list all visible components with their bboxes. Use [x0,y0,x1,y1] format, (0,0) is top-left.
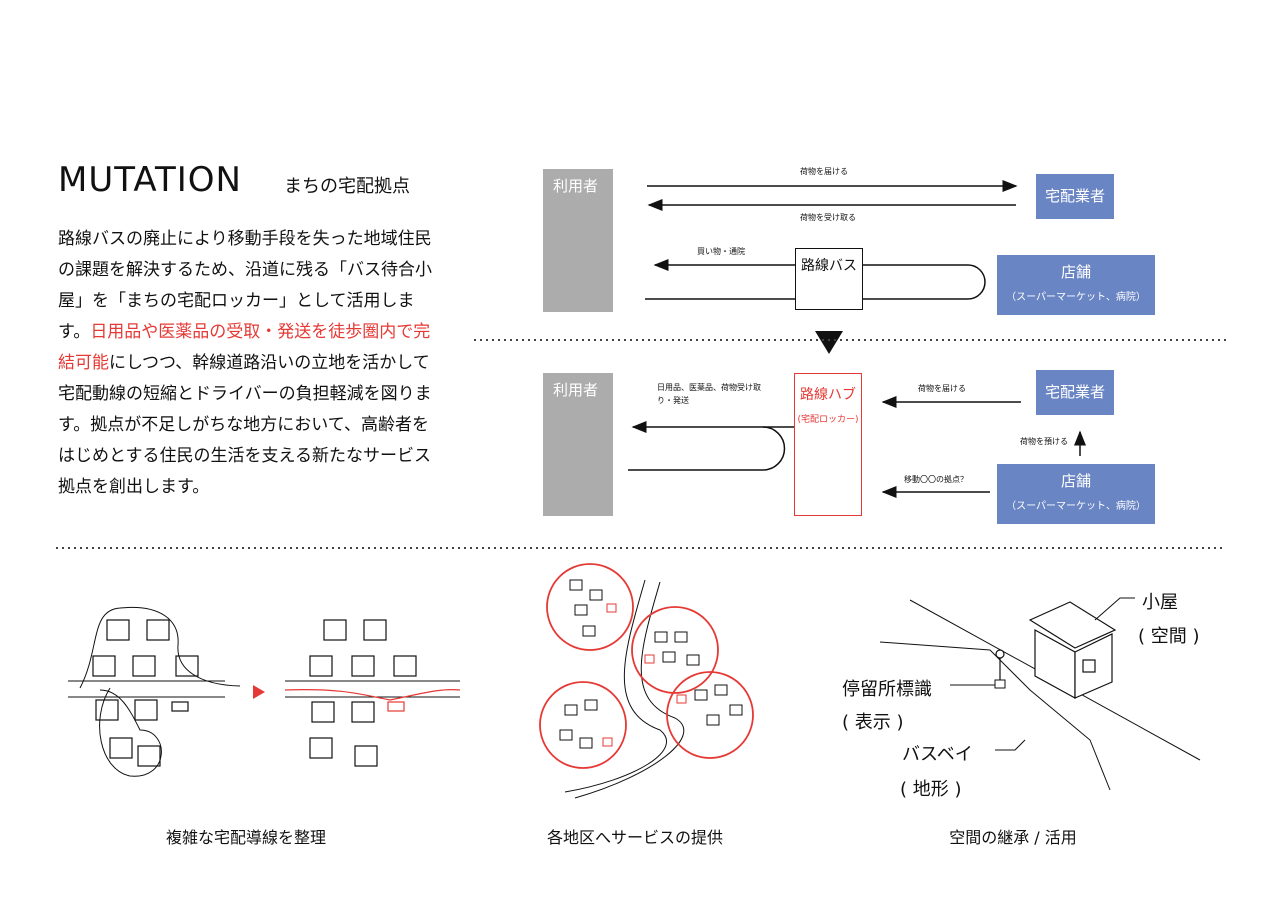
after-mobile-label: 移動〇〇の拠点？ [904,475,968,484]
label-terrain: ( 地形 ) [900,779,962,800]
after-entrust-label: 荷物を預ける [1020,437,1068,446]
after-hub-flow-label: 日用品、医薬品、荷物受け取り・発送 [657,383,761,405]
before-receive-label: 荷物を受け取る [800,213,856,222]
district-circle-1 [546,563,634,651]
label-hut: 小屋 [1142,592,1178,613]
after-user-box: 利用者 [543,373,613,516]
district-service-illustration [539,563,754,799]
label-busbay: バスベイ [902,744,973,765]
before-user-box: 利用者 [543,169,613,312]
after-courier-box: 宅配業者 [1036,370,1114,415]
bus-stop-sign-icon [995,649,1005,659]
after-deliver-label: 荷物を届ける [918,384,966,393]
label-display: ( 表示 ) [842,712,904,733]
label-sign: 停留所標識 [842,679,932,700]
caption-district: 各地区へサービスの提供 [546,828,723,847]
after-store-box: 店舗 （スーパーマーケット、病院） [997,464,1155,524]
caption-space: 空間の継承 / 活用 [949,828,1077,847]
route-simplification-illustration [68,606,461,777]
description-text: 路線バスの廃止により移動手段を失った地域住民の課題を解決するため、沿道に残る「バ… [58,224,438,503]
page-subtitle: まちの宅配拠点 [284,176,410,197]
bus-stop-illustration [879,597,1201,791]
transition-arrow-icon [815,331,843,354]
before-deliver-label: 荷物を届ける [800,167,848,176]
district-circle-3 [666,671,754,759]
page-title: MUTATION [58,160,242,200]
description-highlight: 日用品や医薬品の受取・発送を徒歩圏内で完結可能 [58,322,431,373]
simplified-route [284,689,461,701]
caption-route: 複雑な宅配導線を整理 [165,828,326,847]
hut-icon [1028,601,1117,700]
tangled-route [79,606,241,777]
label-space: ( 空間 ) [1138,626,1200,647]
district-circle-4 [539,681,627,769]
after-hub-box: 路線ハブ (宅配ロッカー) [794,373,862,516]
before-shopping-label: 買い物・通院 [697,247,745,256]
transform-arrow-icon [253,685,265,699]
description-part1: 路線バスの廃止により移動手段を失った地域住民の課題を解決するため、沿道に残る「バ… [58,229,432,342]
before-courier-box: 宅配業者 [1036,174,1114,219]
description-part2: にしつつ、幹線道路沿いの立地を活かして宅配動線の短縮とドライバーの負担軽減を図り… [58,353,432,497]
before-bus-loop [645,264,986,300]
before-store-box: 店舗 （スーパーマーケット、病院） [997,255,1155,315]
before-bus-box: 路線バス [795,248,863,310]
after-hub-loop [628,426,786,471]
district-circle-2 [631,606,719,694]
